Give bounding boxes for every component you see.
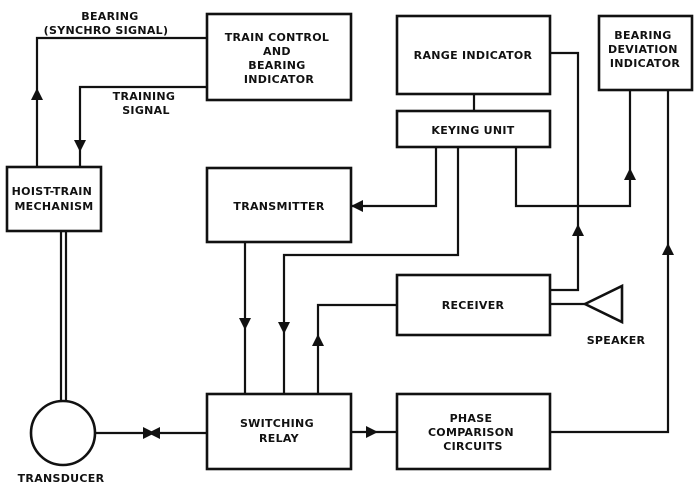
arrowhead-right — [366, 426, 378, 438]
arrowhead-up — [31, 88, 43, 100]
receiver-range-line — [550, 51, 580, 292]
arrowhead-up — [662, 243, 674, 255]
bearing-signal-label: BEARING (SYNCHRO SIGNAL) — [44, 10, 169, 37]
arrowhead-down — [74, 140, 86, 152]
phase-deviation-line — [550, 90, 670, 434]
hoist-train-label: HOIST-TRAIN MECHANISM — [12, 185, 97, 213]
arrowhead-up — [312, 334, 324, 346]
keying-transmitter-line — [351, 147, 438, 208]
receiver-label: RECEIVER — [442, 299, 505, 312]
transducer-icon — [29, 399, 97, 467]
train-control-box — [205, 12, 353, 102]
range-indicator-box — [395, 14, 552, 96]
train-control-label: TRAIN CONTROL AND BEARING INDICATOR — [225, 31, 334, 86]
switching-relay-label: SWITCHING RELAY — [240, 417, 318, 445]
arrowhead-up — [572, 224, 584, 236]
arrowhead-left — [148, 427, 160, 439]
training-signal-label: TRAINING SIGNAL — [113, 90, 180, 117]
range-indicator-label: RANGE INDICATOR — [414, 49, 533, 62]
relay-receiver-line — [316, 303, 397, 394]
transducer-label: TRANSDUCER — [18, 472, 105, 485]
switching-relay-box — [205, 392, 353, 471]
keying-unit-label: KEYING UNIT — [431, 124, 514, 137]
arrowhead-down — [278, 322, 290, 334]
speaker-icon — [582, 283, 624, 325]
bearing-synchro-line — [35, 36, 207, 167]
keying-unit-box — [395, 109, 552, 149]
hoist-train-mechanism-box — [5, 165, 103, 233]
arrowhead-up — [624, 168, 636, 180]
bearing-deviation-label: BEARING DEVIATION INDICATOR — [608, 29, 682, 70]
phase-comparison-label: PHASE COMPARISON CIRCUITS — [428, 412, 518, 453]
keying-deviation-line — [514, 90, 632, 208]
speaker-label: SPEAKER — [587, 334, 646, 347]
arrowhead-down — [239, 318, 251, 330]
bearing-deviation-indicator-box — [597, 14, 694, 92]
transmitter-box — [205, 166, 353, 244]
arrowhead-left — [351, 200, 363, 212]
transmitter-label: TRANSMITTER — [233, 200, 324, 213]
